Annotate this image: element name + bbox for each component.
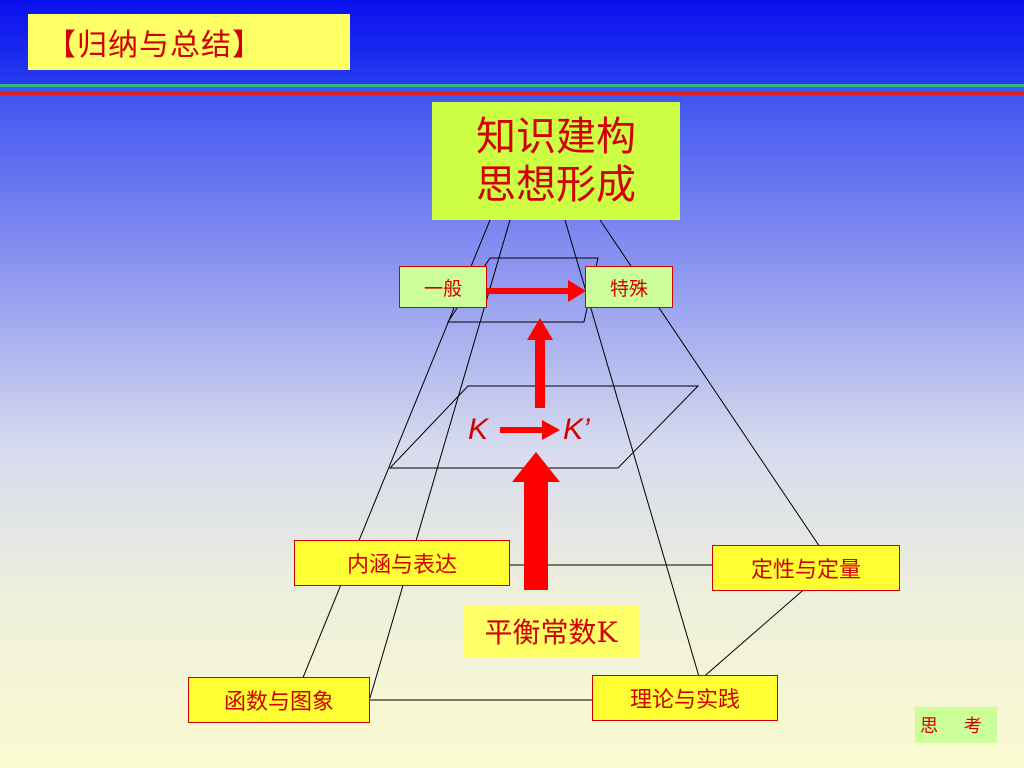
qualitative-quantitative-box: 定性与定量	[712, 545, 900, 591]
upward-arrow-shaft	[535, 338, 545, 408]
big-upward-arrowhead	[512, 452, 560, 482]
special-box: 特殊	[585, 266, 673, 308]
header-rule-blue	[0, 88, 1024, 90]
upward-arrowhead	[527, 318, 553, 340]
slide-title: 【归纳与总结】	[28, 14, 350, 70]
k-arrowhead	[542, 420, 560, 440]
k-arrow-shaft	[500, 427, 544, 433]
header-rule-red	[0, 92, 1024, 95]
connotation-expression-box: 内涵与表达	[294, 540, 510, 586]
big-upward-arrow-shaft	[524, 480, 548, 590]
knowledge-construction-box: 知识建构 思想形成	[432, 102, 680, 220]
middle-plane	[388, 385, 700, 469]
general-to-special-arrow-shaft	[482, 288, 570, 294]
equilibrium-constant-box: 平衡常数K	[463, 605, 639, 657]
header-rule-green	[0, 84, 1024, 87]
k-prime-label: K’	[563, 413, 590, 446]
general-box: 一般	[399, 266, 487, 308]
think-button[interactable]: 思 考	[915, 707, 997, 743]
general-to-special-arrowhead	[568, 280, 586, 302]
function-graph-box: 函数与图象	[188, 677, 370, 723]
main-box-line1: 知识建构	[476, 114, 636, 160]
main-box-line2: 思想形成	[476, 162, 636, 208]
theory-practice-box: 理论与实践	[592, 675, 778, 721]
k-label: K	[468, 413, 489, 446]
